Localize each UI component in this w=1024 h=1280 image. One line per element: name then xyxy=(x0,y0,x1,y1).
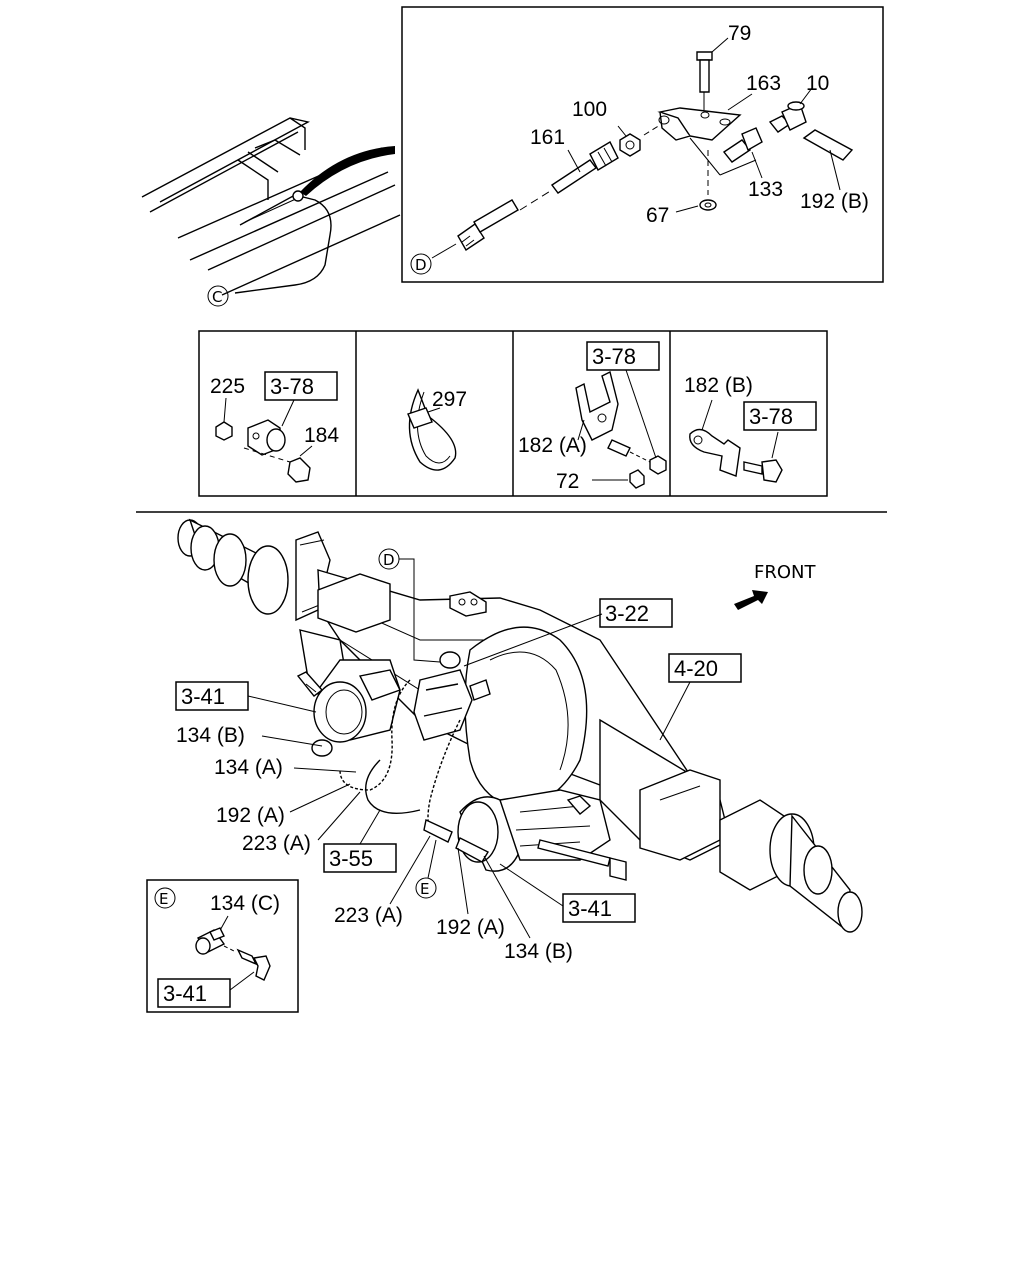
part-192a-left-label: 192 (A) xyxy=(216,804,285,827)
detail-e-box: E 134 (C) 3-41 xyxy=(146,879,299,1013)
relay-valve xyxy=(413,651,491,741)
ref-box-3-22 xyxy=(599,598,673,628)
part-182a-label: 182 (A) xyxy=(518,434,587,457)
front-arrow-icon xyxy=(734,590,768,610)
ref-box-3-78 xyxy=(264,371,338,401)
detail-d-box: D xyxy=(401,6,884,283)
ref-3-78-b-label: 3-78 xyxy=(592,344,636,369)
part-192b-label: 192 (B) xyxy=(800,190,869,213)
part-223a-left-label: 223 (A) xyxy=(242,832,311,855)
right-brake-chamber xyxy=(423,789,627,881)
callout-c-label: C xyxy=(212,288,222,306)
callout-c-circle xyxy=(207,285,229,307)
detail-d-circle-label: D xyxy=(415,256,427,274)
right-axle-hub xyxy=(719,799,863,933)
callout-d-label: D xyxy=(383,551,395,569)
part-134a-label: 134 (A) xyxy=(214,756,283,779)
part-100-label: 100 xyxy=(572,98,607,121)
detail-e-circle xyxy=(154,887,176,909)
clip-panel-3: 3-78 182 (A) 72 xyxy=(518,341,667,493)
part-225-label: 225 xyxy=(210,375,245,398)
detail-d-circle xyxy=(410,253,432,275)
callout-e-label: E xyxy=(420,880,429,898)
ref-box-3-41-e xyxy=(157,978,231,1008)
ref-3-22-label: 3-22 xyxy=(605,601,649,626)
clip-panels: 225 3-78 184 297 3-78 182 (A) xyxy=(198,330,828,497)
part-10-label: 10 xyxy=(806,72,829,95)
part-184-label: 184 xyxy=(304,424,339,447)
ref-3-41-right-label: 3-41 xyxy=(568,896,612,921)
front-label: FRONT xyxy=(754,562,816,583)
ref-3-55-label: 3-55 xyxy=(329,846,373,871)
detail-e-circle-label: E xyxy=(159,890,168,908)
ref-3-78-label: 3-78 xyxy=(270,374,314,399)
part-67-label: 67 xyxy=(646,204,669,227)
part-133-label: 133 xyxy=(748,178,783,201)
ref-box-3-41-right xyxy=(562,893,636,923)
clip-panel-2: 297 xyxy=(407,388,467,471)
part-163-label: 163 xyxy=(746,72,781,95)
callout-e-circle xyxy=(415,877,437,899)
ref-3-41-e-label: 3-41 xyxy=(163,981,207,1006)
part-134c-label: 134 (C) xyxy=(210,892,280,915)
ref-box-4-20 xyxy=(668,653,742,683)
left-axle-hub xyxy=(177,518,331,622)
ref-4-20-label: 4-20 xyxy=(674,656,718,681)
part-192a-bottom-label: 192 (A) xyxy=(436,916,505,939)
ref-3-78-c-label: 3-78 xyxy=(749,404,793,429)
ref-box-3-78-b xyxy=(586,341,660,371)
left-brake-chamber xyxy=(296,659,401,757)
ref-3-41-left-label: 3-41 xyxy=(181,684,225,709)
part-297-label: 297 xyxy=(432,388,467,411)
clip-panel-1: 225 3-78 184 xyxy=(210,371,339,483)
part-182b-label: 182 (B) xyxy=(684,374,753,397)
part-79-label: 79 xyxy=(728,22,751,45)
part-223a-bottom-label: 223 (A) xyxy=(334,904,403,927)
axle-view: FRONT xyxy=(175,518,863,963)
part-161-label: 161 xyxy=(530,126,565,149)
part-134b-bottom-label: 134 (B) xyxy=(504,940,573,963)
part-134b-left-label: 134 (B) xyxy=(176,724,245,747)
frame-view: C xyxy=(141,117,401,307)
clip-panel-4: 182 (B) 3-78 xyxy=(684,374,817,483)
part-72-label: 72 xyxy=(556,470,579,493)
ref-box-3-78-c xyxy=(743,401,817,431)
